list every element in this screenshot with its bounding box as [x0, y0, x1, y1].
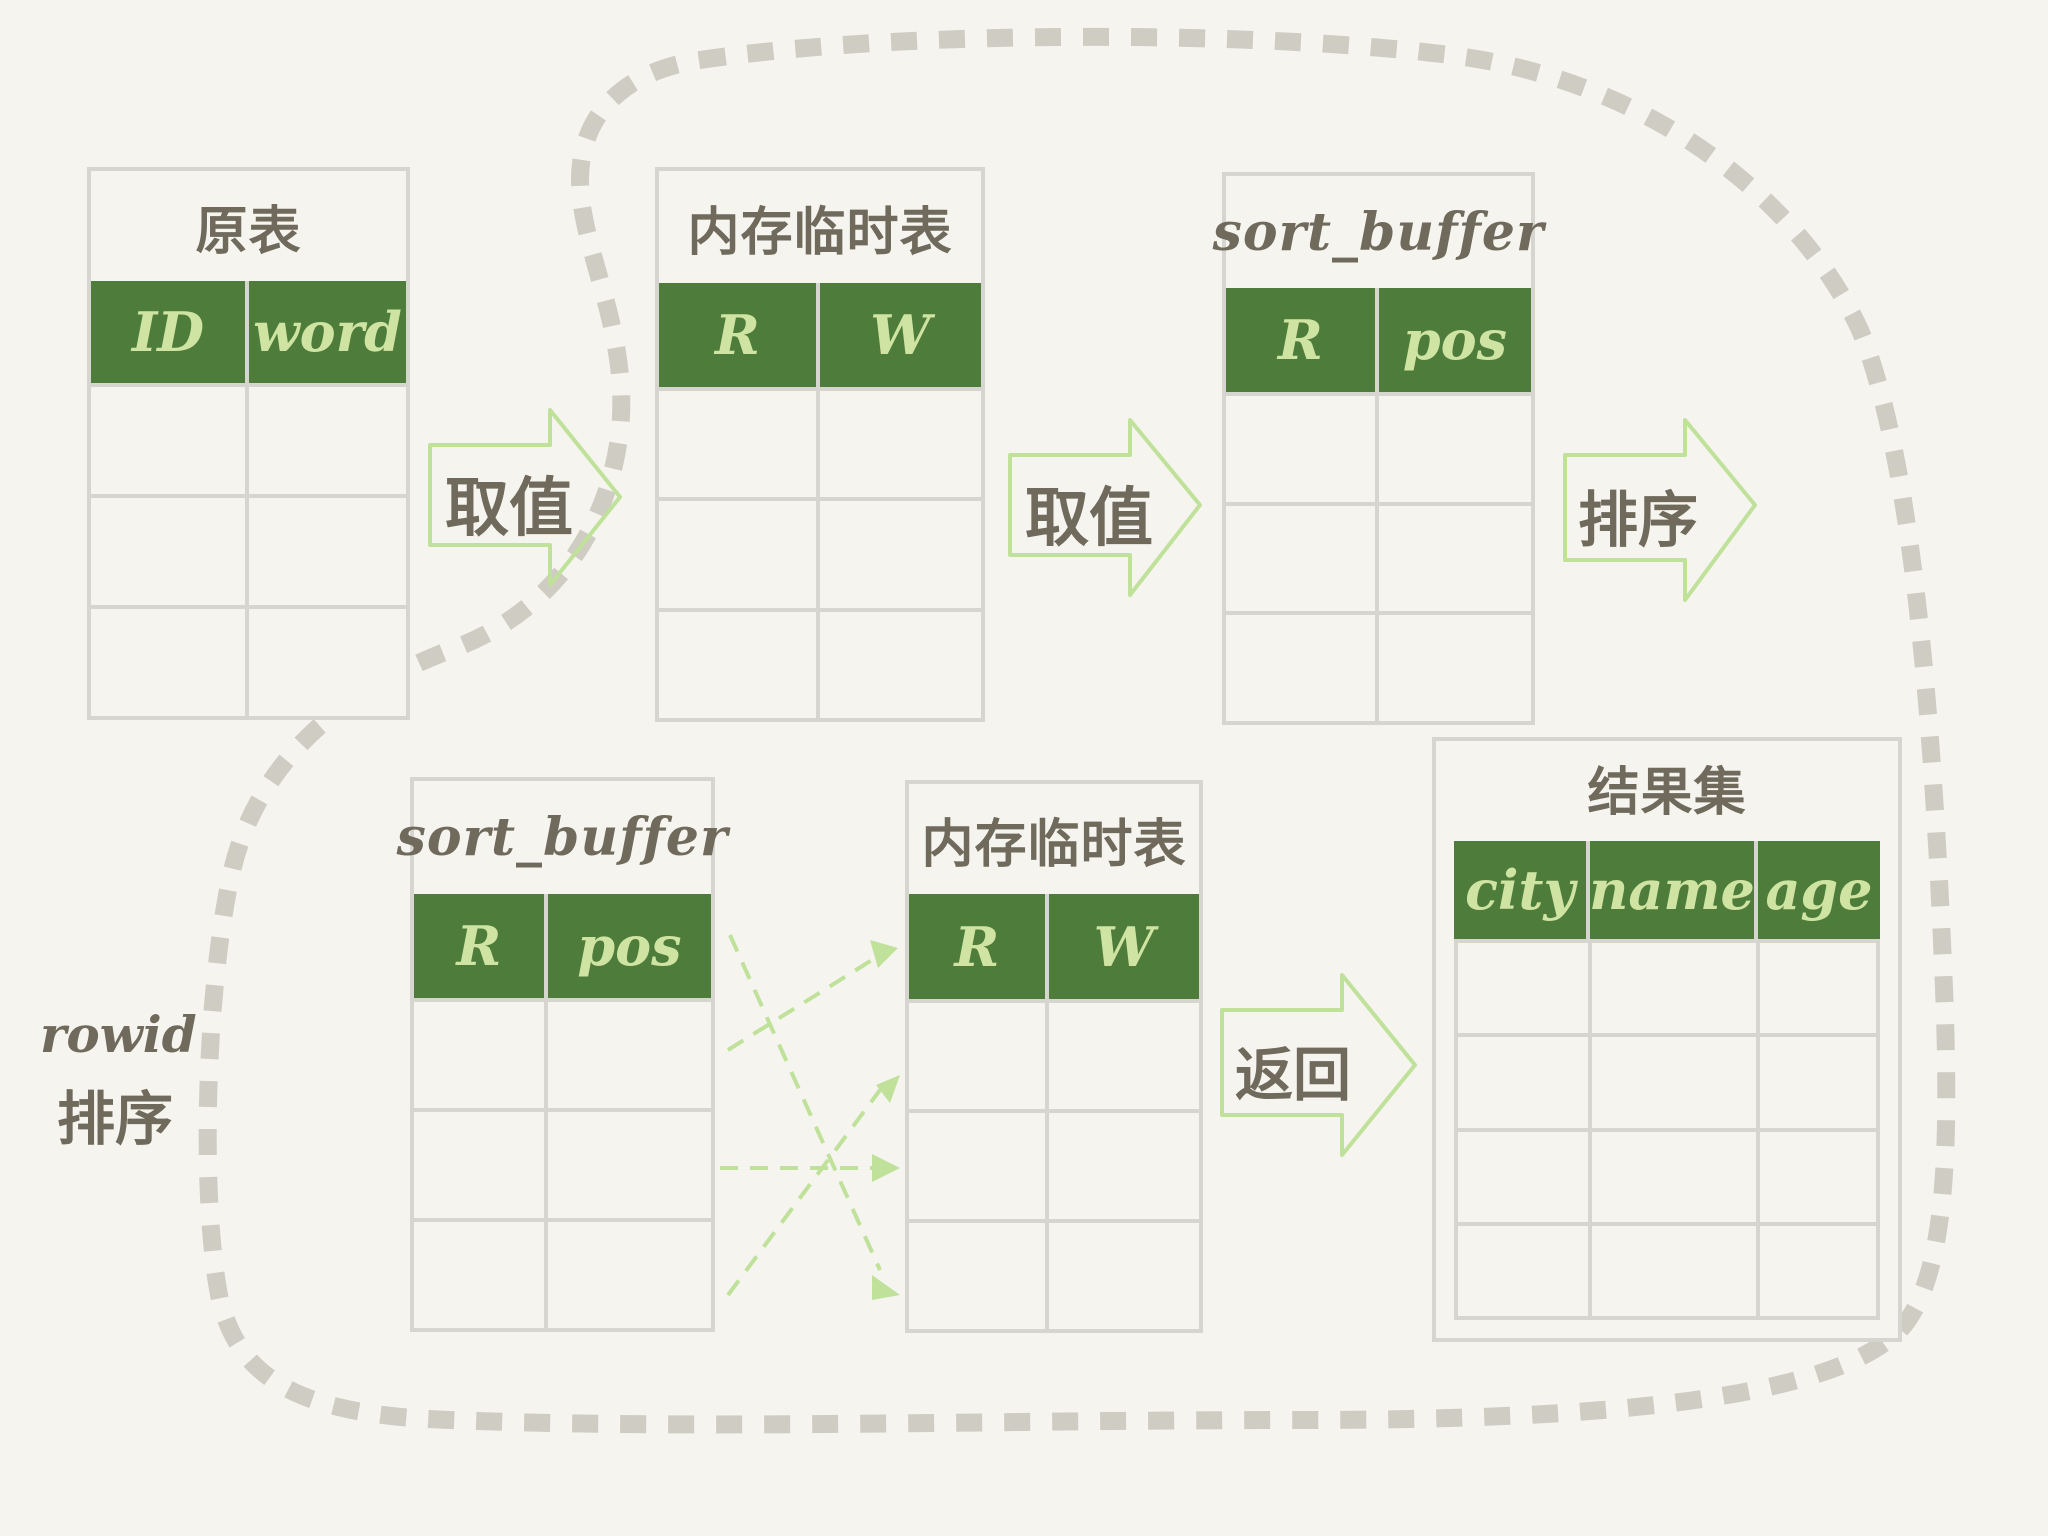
- arrow-return: [1220, 973, 1417, 1157]
- column-header: W: [870, 303, 931, 367]
- table-row: [659, 497, 981, 608]
- table-title: 内存临时表: [921, 814, 1187, 875]
- arrow-sort: [1563, 418, 1757, 602]
- table-row: [1458, 1221, 1876, 1316]
- table-title: sort_buffer: [396, 807, 729, 868]
- memory-temp-table-top: 内存临时表 R W: [655, 167, 985, 722]
- column-header: city: [1454, 841, 1590, 939]
- table-header: R pos: [414, 894, 711, 998]
- pointer-head-4: [872, 1275, 900, 1300]
- table-row: [909, 1219, 1199, 1329]
- table-title: 内存临时表: [687, 202, 953, 263]
- table-row: [1226, 501, 1531, 612]
- pointer-head-2: [872, 1154, 900, 1182]
- rowid-text: rowid: [40, 1005, 197, 1064]
- table-header: R pos: [1226, 288, 1531, 392]
- column-header: ID: [91, 281, 249, 383]
- table-row: [1458, 1127, 1876, 1222]
- return-label: 返回: [1235, 1041, 1352, 1109]
- table-row: [1226, 392, 1531, 502]
- column-header: R: [909, 894, 1049, 999]
- table-row: [414, 998, 711, 1108]
- table-row: [659, 387, 981, 498]
- table-row: [659, 607, 981, 718]
- memory-temp-table-bottom: 内存临时表 R W: [905, 780, 1203, 1333]
- pointer-row3-to-row1: [726, 1088, 882, 1297]
- table-row: [91, 605, 406, 716]
- table-header: R W: [909, 894, 1199, 999]
- table-title: 原表: [195, 201, 302, 262]
- table-row: [91, 494, 406, 605]
- table-title: 结果集: [1587, 762, 1747, 823]
- column-header: R: [1226, 288, 1379, 392]
- column-header: pos: [577, 914, 682, 978]
- table-row: [1458, 939, 1876, 1034]
- column-header: word: [253, 300, 402, 364]
- sort-label: 排序: [1578, 486, 1698, 556]
- sort-buffer-table-top: sort_buffer R pos: [1212, 172, 1545, 725]
- column-header: pos: [1402, 308, 1508, 372]
- table-header: R W: [659, 283, 981, 387]
- table-header: ID word: [91, 281, 406, 383]
- fetch-label-2: 取值: [1025, 482, 1153, 556]
- source-table: 原表 ID word: [87, 167, 410, 720]
- table-row: [91, 383, 406, 494]
- table-header: city name age: [1454, 841, 1880, 939]
- table-row: [909, 999, 1199, 1109]
- pointer-row1-to-row3: [728, 934, 882, 1271]
- pointer-bottom-to-top: [726, 953, 882, 1052]
- table-row: [1458, 1033, 1876, 1128]
- table-row: [909, 1109, 1199, 1219]
- arrow-fetch-1: [428, 408, 622, 587]
- sort-text: 排序: [56, 1085, 173, 1153]
- column-header: age: [1765, 858, 1873, 922]
- table-row: [414, 1108, 711, 1218]
- column-header: W: [1093, 914, 1155, 979]
- column-header: R: [414, 894, 548, 998]
- arrow-fetch-2: [1008, 418, 1202, 597]
- pointer-head-1: [870, 940, 898, 968]
- pointer-head-3: [876, 1075, 900, 1103]
- result-set-table: 结果集 city name age: [1432, 737, 1902, 1342]
- column-header: R: [659, 283, 820, 387]
- table-row: [414, 1218, 711, 1328]
- table-row: [1226, 611, 1531, 722]
- fetch-label-1: 取值: [445, 472, 573, 546]
- column-header: name: [1589, 841, 1758, 939]
- rowid-sort-label: rowid 排序: [40, 1005, 197, 1156]
- sort-buffer-table-bottom: sort_buffer R pos: [396, 777, 729, 1332]
- table-title: sort_buffer: [1212, 201, 1545, 263]
